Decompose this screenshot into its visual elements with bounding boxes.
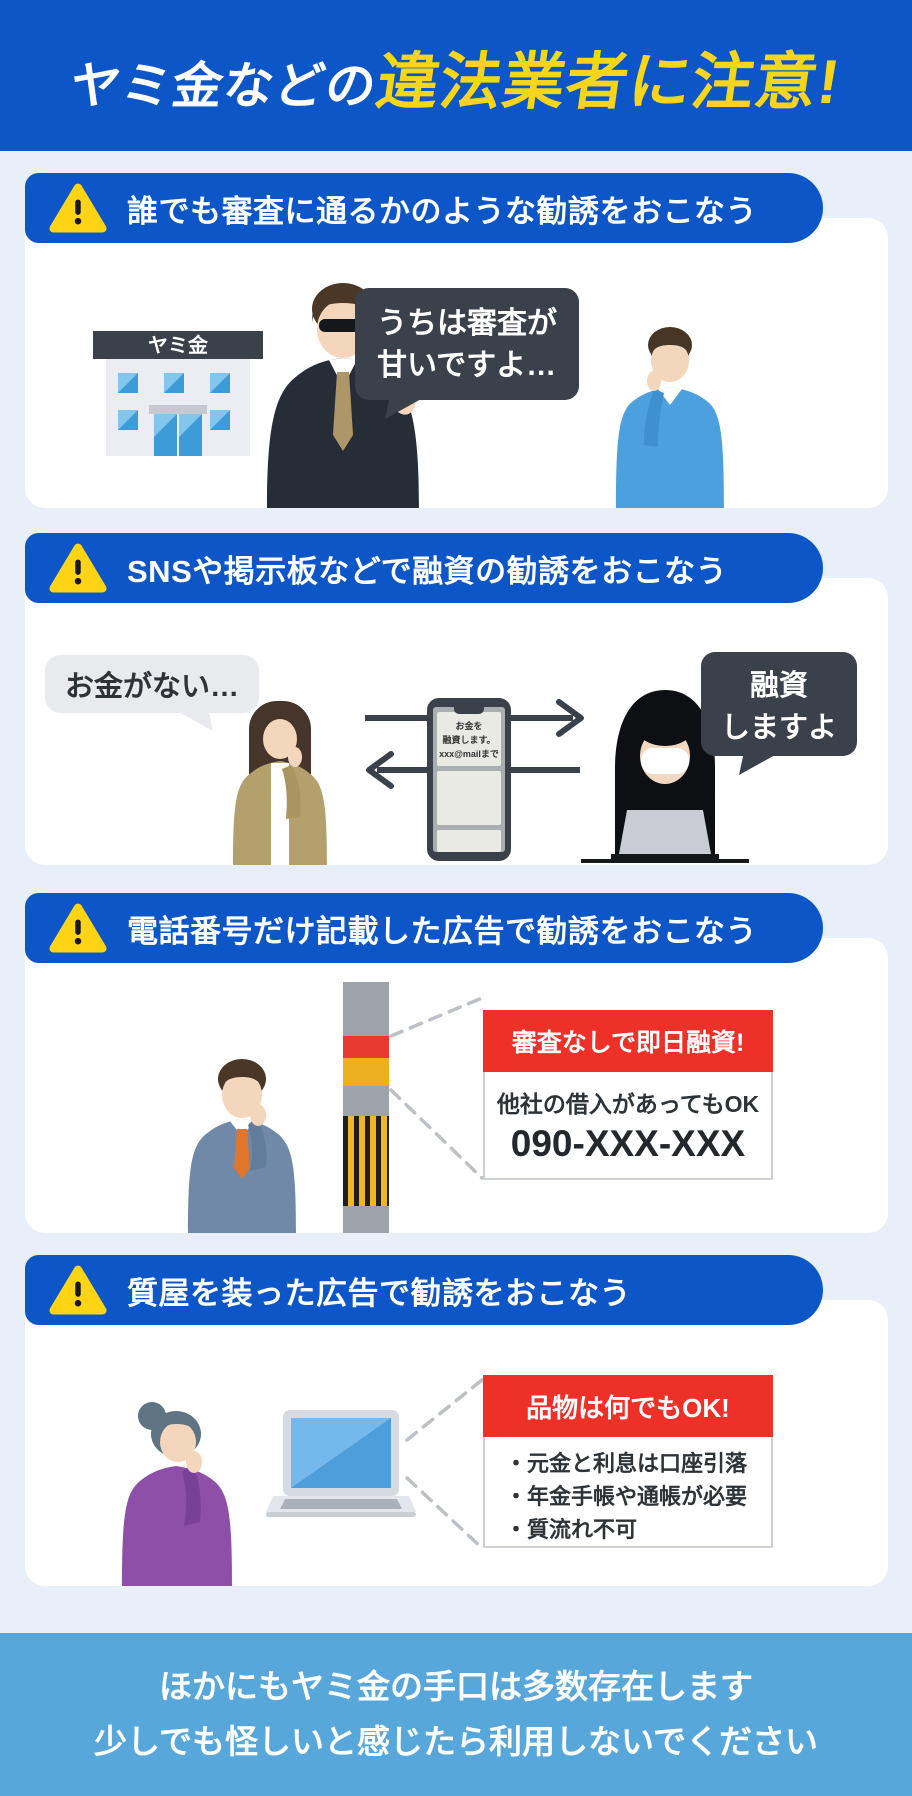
building-sign-label: ヤミ金 <box>148 333 209 357</box>
speech-line-2: 甘いですよ… <box>377 349 557 382</box>
empty-message <box>437 771 501 825</box>
victim-speech-text: お金がない… <box>64 671 239 703</box>
speech-line-1: うちは審査が <box>377 307 557 340</box>
scammer-speech-bubble: 融資 しますよ <box>701 652 857 775</box>
scam-message: お金を 融資します。 xxx@mailまで <box>437 712 501 766</box>
section-4-illustration: 品物は何でもOK! ・元金と利息は口座引落 ・年金手帳や通帳が必要 ・質流れ不可 <box>25 1300 888 1586</box>
footer-line-2: 少しでも怪しいと感じたら利用しないでください <box>93 1722 819 1760</box>
fake-pawnshop-ad: 品物は何でもOK! ・元金と利息は口座引落 ・年金手帳や通帳が必要 ・質流れ不可 <box>483 1375 773 1548</box>
orange-tie <box>234 1129 250 1179</box>
scam-message-line3: xxx@mailまで <box>439 748 499 759</box>
ad-phone-number: 090-XXX-XXX <box>510 1123 746 1164</box>
page-title-yellow: 違法業者に注意! <box>371 47 845 117</box>
loan-shark-building: ヤミ金 <box>93 331 263 456</box>
section-2-heading-bar: SNSや掲示板などで融資の勧誘をおこなう <box>25 533 823 603</box>
worried-woman <box>233 701 327 865</box>
face-mask <box>641 748 689 774</box>
illegal-ad-flyer: 審査なしで即日融資! 他社の借入があってもOK 090-XXX-XXX <box>483 1010 773 1180</box>
warning-icon <box>49 183 107 233</box>
page-title-white: ヤミ金などの <box>66 57 381 114</box>
warning-icon <box>49 903 107 953</box>
scammer-speech-line1: 融資 <box>749 670 808 702</box>
hesitant-man <box>616 327 724 508</box>
ad-body: ・元金と利息は口座引落 ・年金手帳や通帳が必要 ・質流れ不可 <box>483 1437 773 1548</box>
ad-headline: 審査なしで即日融資! <box>483 1010 773 1072</box>
loan-shark-speech-bubble: うちは審査が 甘いですよ… <box>355 288 579 419</box>
section-phone-number-ads: 電話番号だけ記載した広告で勧誘をおこなう <box>25 893 888 1233</box>
speech-bubble-tail <box>179 712 213 731</box>
ad-bullet-1: ・元金と利息は口座引落 <box>505 1451 748 1476</box>
ad-body: 他社の借入があってもOK 090-XXX-XXX <box>483 1072 773 1180</box>
section-1-heading: 誰でも審査に通るかのような勧誘をおこなう <box>127 193 757 229</box>
scam-message-line2: 融資します。 <box>442 734 496 745</box>
ad-headline: 品物は何でもOK! <box>483 1375 773 1437</box>
section-4-heading: 質屋を装った広告で勧誘をおこなう <box>127 1275 631 1311</box>
section-sns-solicitation: SNSや掲示板などで融資の勧誘をおこなう お金がない… <box>25 533 888 865</box>
arrow-left-icon <box>366 751 394 789</box>
scam-message-line1: お金を <box>455 721 483 731</box>
hooded-scammer <box>581 690 749 863</box>
section-fake-pawnshop-ads: 質屋を装った広告で勧誘をおこなう <box>25 1255 888 1586</box>
elderly-woman <box>122 1402 232 1586</box>
ad-bullet-3: ・質流れ不可 <box>505 1517 638 1542</box>
section-3-heading: 電話番号だけ記載した広告で勧誘をおこなう <box>127 913 757 949</box>
section-3-illustration: 審査なしで即日融資! 他社の借入があってもOK 090-XXX-XXX <box>25 938 888 1233</box>
laptop <box>619 810 711 854</box>
phone-notch <box>454 707 484 714</box>
arrow-right-icon <box>556 699 584 737</box>
pole-striped-guard <box>343 1116 389 1206</box>
ad-subline: 他社の借入があってもOK <box>496 1091 760 1117</box>
page-footer: ほかにもヤミ金の手口は多数存在します 少しでも怪しいと感じたら利用しないでくださ… <box>0 1633 912 1796</box>
victim-speech-bubble: お金がない… <box>45 655 259 731</box>
utility-pole <box>343 982 389 1233</box>
section-3-heading-bar: 電話番号だけ記載した広告で勧誘をおこなう <box>25 893 823 963</box>
empty-message <box>437 830 501 852</box>
building-door <box>149 405 207 456</box>
page-header: ヤミ金などの違法業者に注意! <box>0 0 912 151</box>
laptop <box>266 1410 416 1517</box>
warning-icon <box>49 1265 107 1315</box>
section-2-heading: SNSや掲示板などで融資の勧誘をおこなう <box>127 553 728 589</box>
building-windows <box>118 373 230 430</box>
section-1-heading-bar: 誰でも審査に通るかのような勧誘をおこなう <box>25 173 823 243</box>
section-2-illustration: お金がない… お金を 融資します。 xxx@mailまで <box>25 578 888 865</box>
thinking-businessman <box>188 1059 296 1233</box>
footer-line-1: ほかにもヤミ金の手口は多数存在します <box>159 1668 753 1706</box>
smartphone-screen: お金を 融資します。 xxx@mailまで <box>433 707 505 852</box>
warning-icon <box>49 543 107 593</box>
ad-bullet-2: ・年金手帳や通帳が必要 <box>505 1484 748 1509</box>
pole-red-band <box>343 1036 389 1058</box>
pole-yellow-band <box>343 1058 389 1086</box>
section-fake-screening: 誰でも審査に通るかのような勧誘をおこなう ヤミ金 <box>25 173 888 508</box>
section-4-heading-bar: 質屋を装った広告で勧誘をおこなう <box>25 1255 823 1325</box>
scammer-speech-line2: しますよ <box>720 712 837 745</box>
section-1-illustration: ヤミ金 <box>25 218 888 508</box>
smartphone: お金を 融資します。 xxx@mailまで <box>427 698 511 861</box>
page-title: ヤミ金などの違法業者に注意! <box>65 31 846 121</box>
